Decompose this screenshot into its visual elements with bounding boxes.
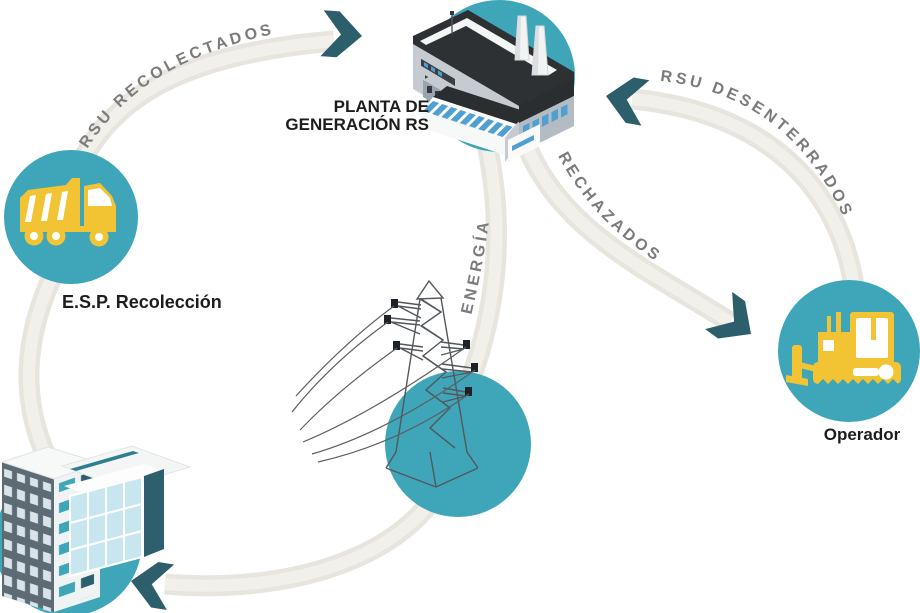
label-esp-recoleccion: E.S.P. Recolección	[62, 292, 222, 312]
glass-mullions	[69, 475, 143, 578]
transmission-tower-icon	[291, 279, 479, 488]
node-circle-torre	[385, 371, 531, 517]
track-teeth	[818, 379, 898, 384]
label-operador: Operador	[824, 425, 901, 444]
factory-icon	[413, 10, 574, 162]
flow-band-rsu-desenterrados	[631, 88, 867, 306]
label-planta-line1: PLANTA DE	[334, 97, 429, 116]
city-buildings-icon	[0, 445, 192, 613]
chimney-icon	[514, 15, 549, 76]
power-cables	[291, 305, 476, 463]
bulldozer-icon	[786, 312, 901, 386]
label-planta-line2: GENERACIÓN RS	[285, 115, 429, 134]
node-labels: PLANTA DE GENERACIÓN RS E.S.P. Recolecci…	[62, 97, 901, 444]
flow-band-rechazados	[514, 134, 736, 331]
dump-truck-icon	[20, 178, 116, 247]
